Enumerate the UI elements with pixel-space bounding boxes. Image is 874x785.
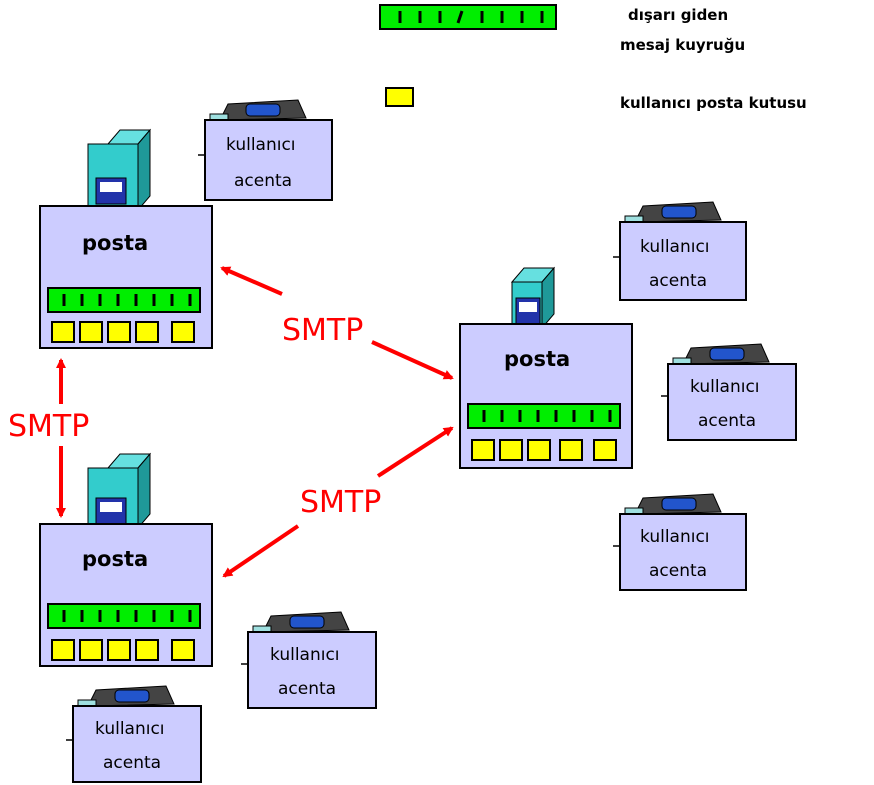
user-agent-box xyxy=(667,363,797,441)
server-tower-icon xyxy=(87,452,152,530)
computer-icon xyxy=(624,493,722,517)
user-agent-line2: acenta xyxy=(278,679,336,699)
smtp-link-vertical-left: SMTP xyxy=(8,358,89,518)
user-agent-line1: kullanıcı xyxy=(640,237,710,257)
legend-mailbox-label: kullanıcı posta kutusu xyxy=(620,94,807,112)
smtp-label: SMTP xyxy=(8,409,89,444)
user-agent-line2: acenta xyxy=(234,171,292,191)
user-agent-5: kullanıcı acenta xyxy=(241,611,377,709)
user-agent-box xyxy=(619,221,747,301)
user-agent-2: kullanıcı acenta xyxy=(613,201,747,301)
user-agent-box xyxy=(72,705,202,783)
server-mailboxes xyxy=(51,639,195,661)
user-agent-line1: kullanıcı xyxy=(95,719,165,739)
computer-icon xyxy=(209,99,307,123)
server-label: posta xyxy=(82,231,148,255)
server-message-queue xyxy=(467,403,621,429)
user-agent-line1: kullanıcı xyxy=(690,377,760,397)
smtp-label: SMTP xyxy=(282,313,363,348)
user-agent-line1: kullanıcı xyxy=(640,527,710,547)
user-agent-3: kullanıcı acenta xyxy=(661,343,797,441)
user-agent-box xyxy=(247,631,377,709)
legend: dışarı giden mesaj kuyruğu kullanıcı pos… xyxy=(379,4,807,112)
smtp-link-bottom-left-to-right: SMTP xyxy=(222,426,454,578)
user-agent-line1: kullanıcı xyxy=(270,645,340,665)
user-agent-line2: acenta xyxy=(698,411,756,431)
server-tower-icon xyxy=(510,266,556,330)
user-agent-line2: acenta xyxy=(649,561,707,581)
smtp-arrow-segment xyxy=(222,524,300,578)
computer-icon xyxy=(624,201,722,225)
smtp-arrow-segment xyxy=(371,340,454,380)
legend-queue-label-line1: dışarı giden xyxy=(628,6,728,24)
server-message-queue xyxy=(47,287,201,313)
legend-mailbox-icon xyxy=(385,87,414,107)
mail-server-right: posta xyxy=(459,266,633,469)
server-mailboxes xyxy=(471,439,617,461)
legend-queue-icon xyxy=(379,4,557,30)
computer-icon xyxy=(672,343,770,367)
mail-server-top-left: posta xyxy=(39,128,213,349)
user-agent-1: kullanıcı acenta xyxy=(198,99,333,201)
mail-server-bottom-left: posta xyxy=(39,452,213,667)
smtp-arrow-segment xyxy=(220,266,283,296)
user-agent-4: kullanıcı acenta xyxy=(613,493,747,591)
server-message-queue xyxy=(47,603,201,629)
user-agent-box xyxy=(204,119,333,201)
user-agent-line2: acenta xyxy=(103,753,161,773)
computer-icon xyxy=(77,685,175,709)
user-agent-line2: acenta xyxy=(649,271,707,291)
server-label: posta xyxy=(82,547,148,571)
user-agent-6: kullanıcı acenta xyxy=(66,685,202,783)
server-label: posta xyxy=(504,347,570,371)
computer-icon xyxy=(252,611,350,635)
user-agent-line1: kullanıcı xyxy=(226,135,296,155)
smtp-arrow-segment xyxy=(376,426,454,478)
smtp-link-top-left-to-right: SMTP xyxy=(220,266,454,380)
server-tower-icon xyxy=(87,128,152,212)
smtp-label: SMTP xyxy=(300,485,381,520)
legend-queue-label-line2: mesaj kuyruğu xyxy=(620,36,745,54)
server-mailboxes xyxy=(51,321,195,343)
user-agent-box xyxy=(619,513,747,591)
